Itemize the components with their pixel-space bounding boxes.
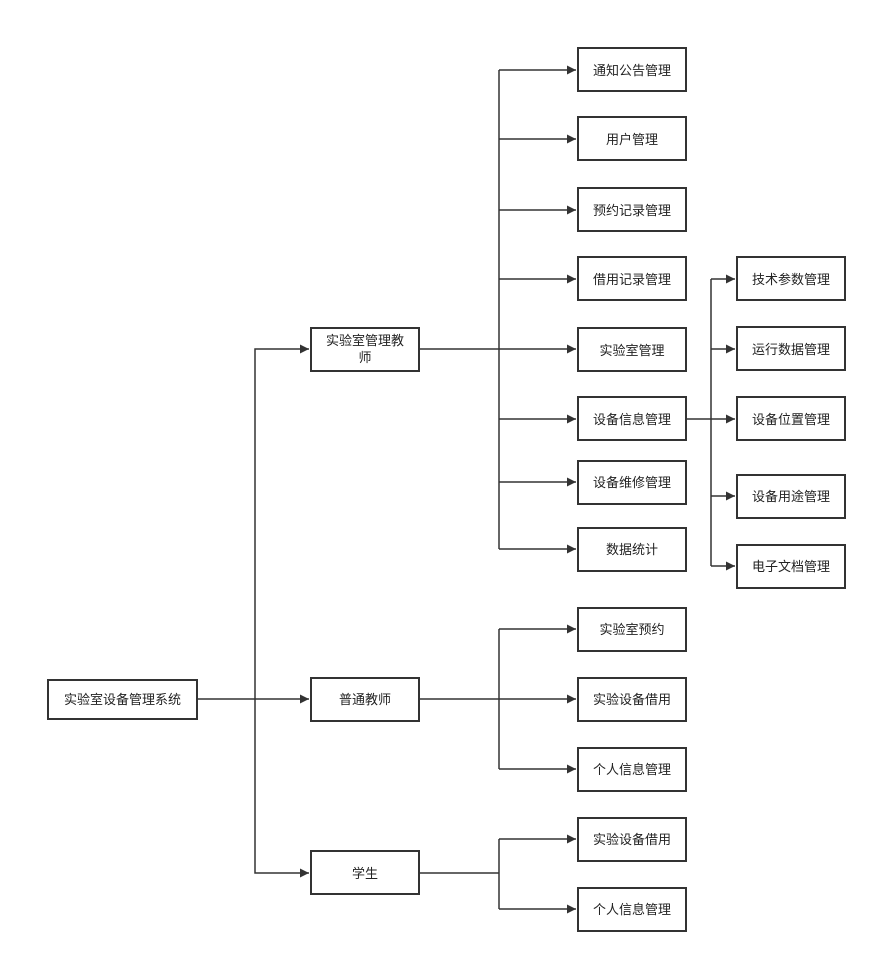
function-node-lab-reservation-label: 实验室预约 <box>599 622 664 638</box>
subfunction-node-documents: 电子文档管理 <box>736 544 846 589</box>
function-node-lab-reservation: 实验室预约 <box>577 607 687 652</box>
role-node-admin-teacher-label-line-2: 师 <box>358 351 371 366</box>
function-node-student-borrow-label: 实验设备借用 <box>593 832 671 848</box>
edge-root-to-admin-teacher <box>254 344 309 699</box>
subfunction-node-tech-params-label: 技术参数管理 <box>752 272 830 288</box>
function-node-reservation-records: 预约记录管理 <box>577 187 687 232</box>
function-node-maintenance: 设备维修管理 <box>577 460 687 505</box>
function-node-user-management-label: 用户管理 <box>606 132 658 148</box>
subfunction-node-run-data: 运行数据管理 <box>736 326 846 371</box>
function-node-lab-management-label: 实验室管理 <box>599 343 664 359</box>
role-node-teacher-label: 普通教师 <box>339 692 391 708</box>
edge-student-trunk <box>419 839 500 909</box>
function-node-borrow-records-label: 借用记录管理 <box>593 273 671 288</box>
function-node-device-info-label: 设备信息管理 <box>593 412 671 428</box>
role-node-student: 学生 <box>310 850 420 895</box>
edges <box>197 65 735 914</box>
function-node-student-profile: 个人信息管理 <box>577 887 687 932</box>
function-node-user-management: 用户管理 <box>577 116 687 161</box>
function-node-notice-management-label: 通知公告管理 <box>593 63 671 79</box>
role-node-admin-teacher: 实验室管理教 师 <box>310 327 420 372</box>
function-node-statistics-label: 数据统计 <box>606 543 658 558</box>
function-node-teacher-borrow: 实验设备借用 <box>577 677 687 722</box>
edge-teacher-trunk <box>419 629 500 769</box>
function-node-reservation-records-label: 预约记录管理 <box>593 204 671 219</box>
function-node-teacher-profile-label: 个人信息管理 <box>593 762 671 778</box>
nodes: 实验室设备管理系统 实验室管理教 师 普通教师 学生 通知公告管理 用户管理 预… <box>47 47 846 932</box>
subfunction-node-location: 设备位置管理 <box>736 396 846 441</box>
subfunction-node-run-data-label: 运行数据管理 <box>752 343 830 358</box>
role-node-admin-teacher-label-line-1: 实验室管理教 <box>326 333 404 349</box>
function-node-notice-management: 通知公告管理 <box>577 47 687 92</box>
function-node-teacher-borrow-label: 实验设备借用 <box>593 692 671 708</box>
root-node-label: 实验室设备管理系统 <box>64 692 181 708</box>
function-node-lab-management: 实验室管理 <box>577 327 687 372</box>
subfunction-node-usage-label: 设备用途管理 <box>752 489 830 505</box>
subfunction-node-usage: 设备用途管理 <box>736 474 846 519</box>
function-node-student-profile-label: 个人信息管理 <box>593 902 671 918</box>
function-node-statistics: 数据统计 <box>577 527 687 572</box>
function-node-device-info: 设备信息管理 <box>577 396 687 441</box>
edge-admin-trunk <box>419 70 500 549</box>
root-node: 实验室设备管理系统 <box>47 679 198 720</box>
edge-root-to-student <box>254 699 309 878</box>
function-node-teacher-profile: 个人信息管理 <box>577 747 687 792</box>
subfunction-node-tech-params: 技术参数管理 <box>736 256 846 301</box>
role-node-student-label: 学生 <box>352 866 378 882</box>
role-node-teacher: 普通教师 <box>310 677 420 722</box>
function-node-student-borrow: 实验设备借用 <box>577 817 687 862</box>
function-node-maintenance-label: 设备维修管理 <box>593 475 671 491</box>
edge-device-info-trunk <box>686 279 712 566</box>
function-node-borrow-records: 借用记录管理 <box>577 256 687 301</box>
subfunction-node-documents-label: 电子文档管理 <box>752 560 830 575</box>
subfunction-node-location-label: 设备位置管理 <box>752 412 830 428</box>
